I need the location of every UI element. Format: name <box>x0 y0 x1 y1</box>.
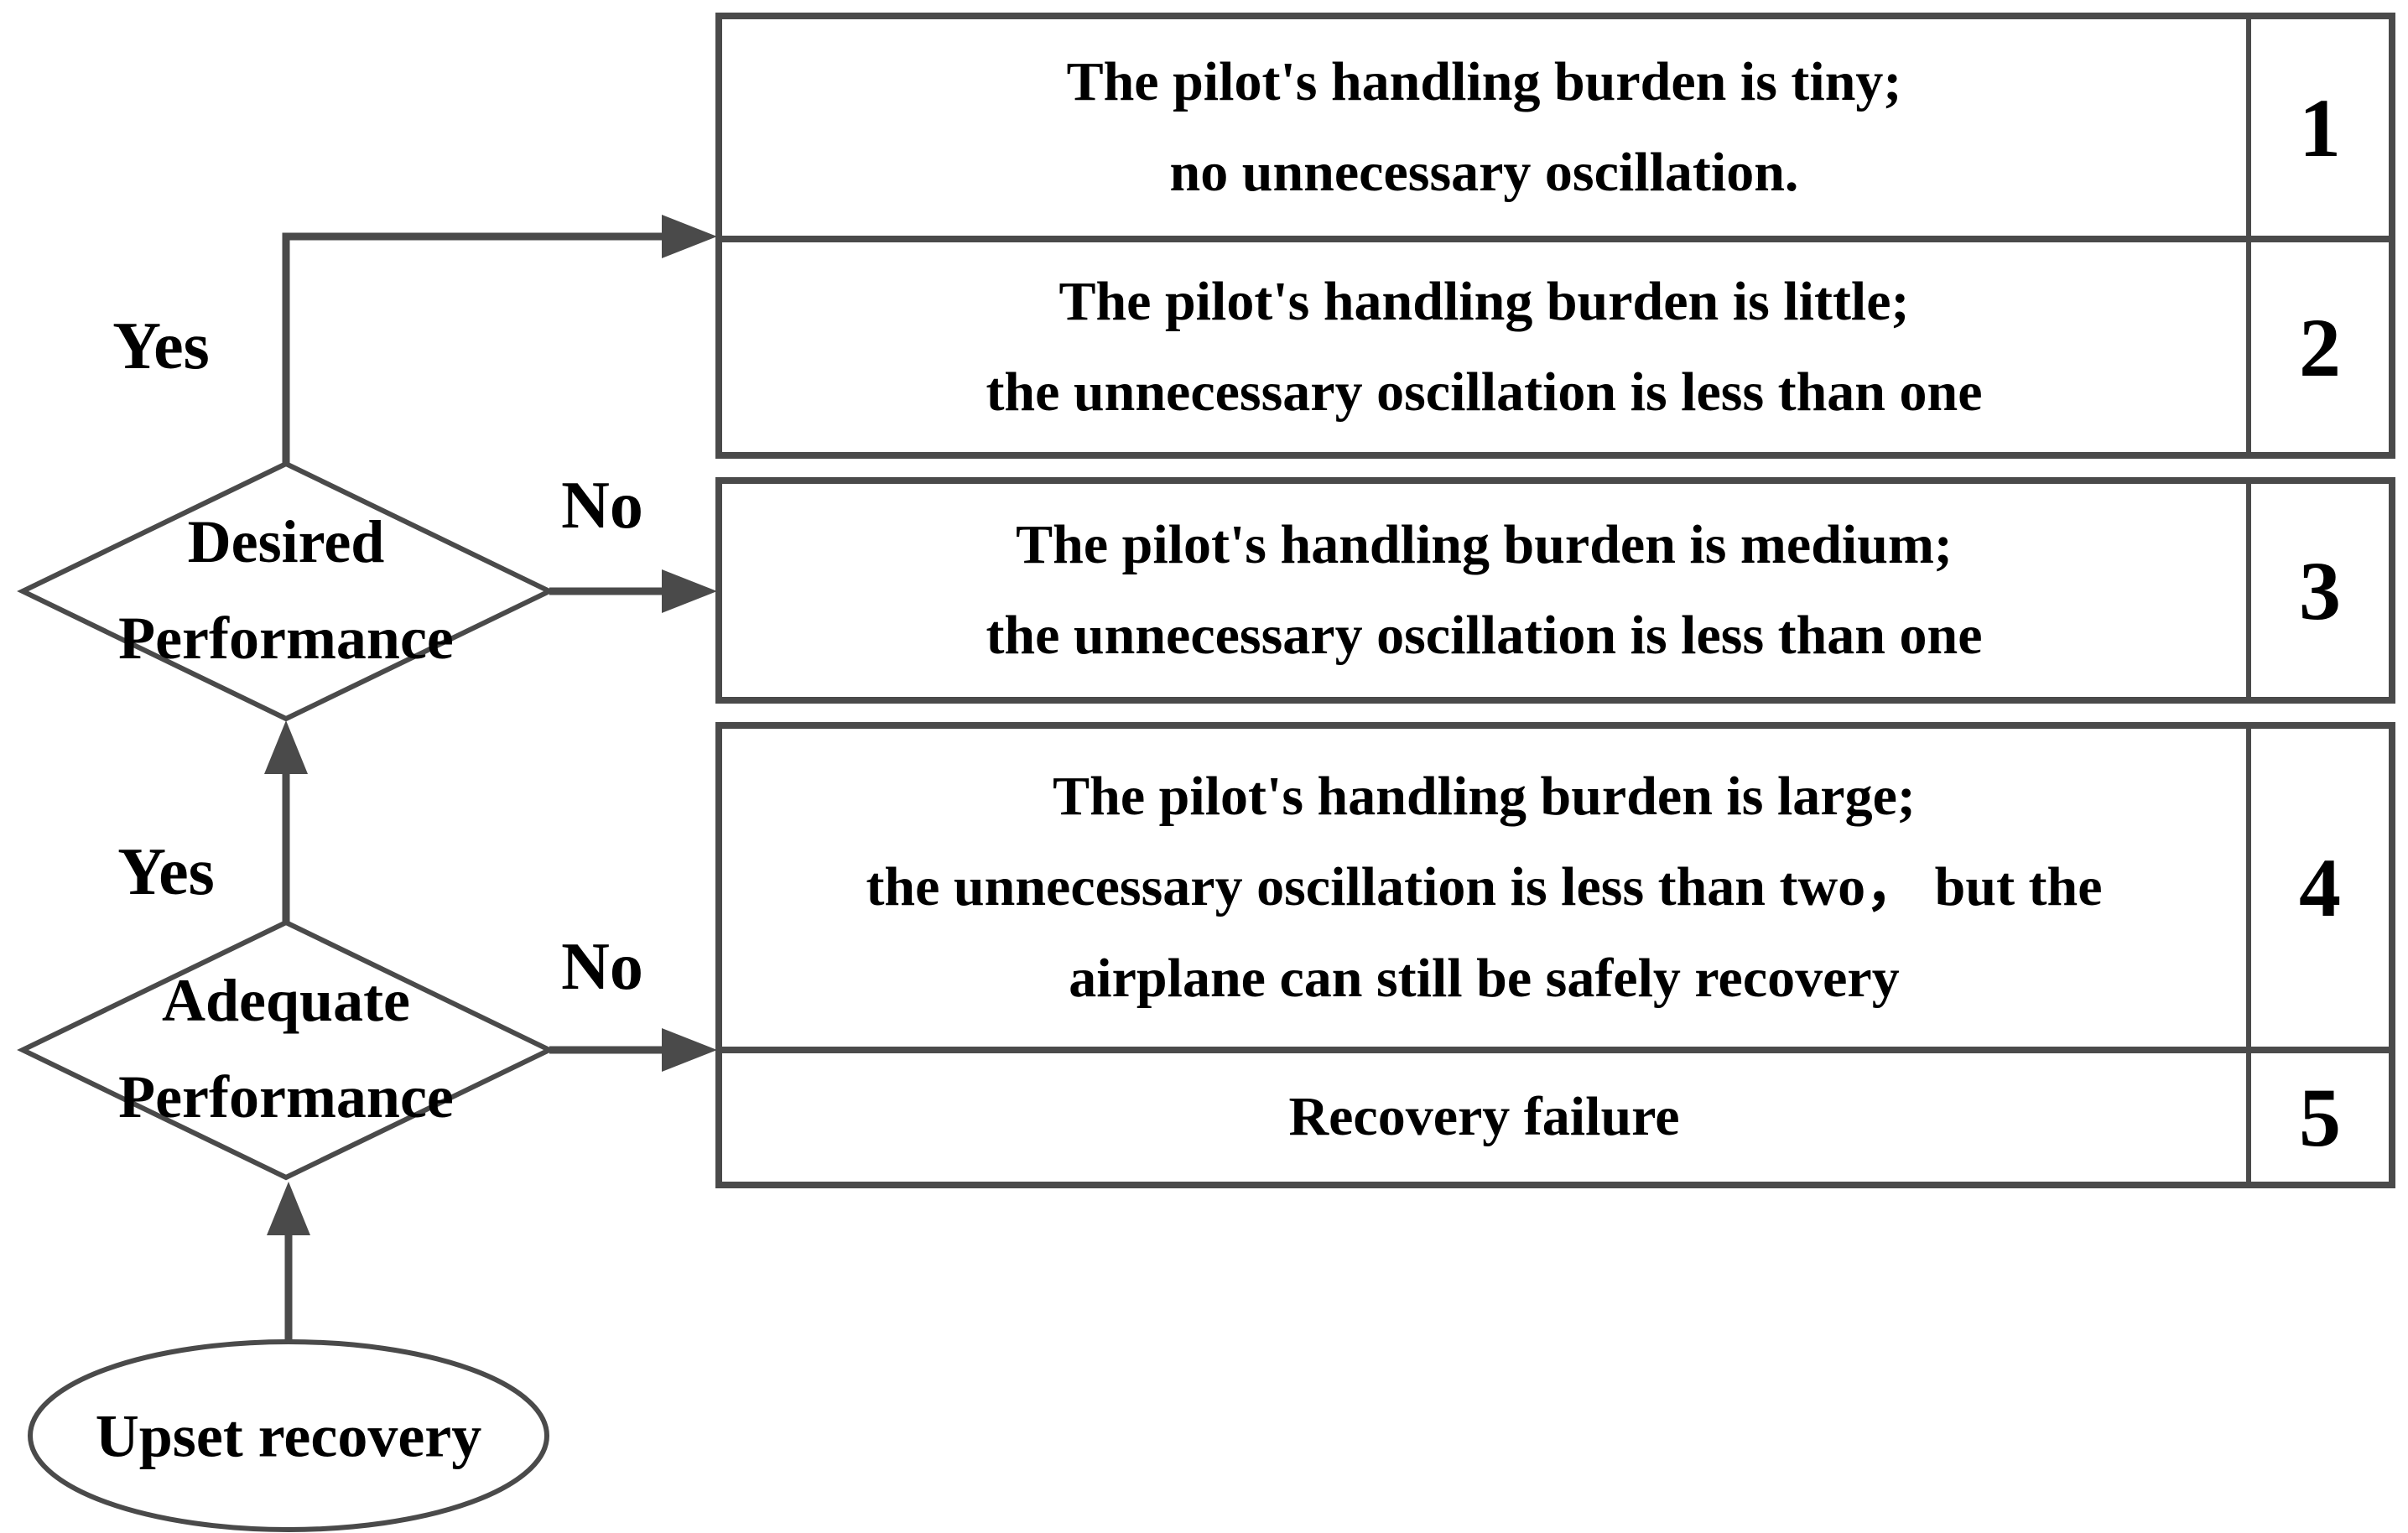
arrow-desired-yes-line <box>282 232 663 464</box>
row-line: no unnecessary oscillation. <box>1169 142 1799 203</box>
branch-label-adequate-yes: Yes <box>117 835 215 909</box>
decision-adequate-performance-shape <box>17 919 555 1181</box>
table-row-5: Recovery failure 5 <box>722 1047 2389 1182</box>
row-rating-number: 4 <box>2246 729 2389 1047</box>
row-line: The pilot's handling burden is medium; <box>1016 513 1953 575</box>
decision-label-line: Performance <box>118 605 454 672</box>
row-rating-number: 1 <box>2246 19 2389 236</box>
decision-desired-performance-label: Desired Performance <box>118 494 454 687</box>
start-node-label: Upset recovery <box>95 1402 482 1470</box>
row-description: Recovery failure <box>722 1053 2246 1182</box>
arrow-adequate-yes-head <box>264 720 308 774</box>
row-rating-number: 3 <box>2246 484 2389 697</box>
row-line: the unnecessary oscillation is less than… <box>986 361 1983 423</box>
row-rating-number: 2 <box>2246 242 2389 452</box>
row-line: the unnecessary oscillation is less than… <box>866 856 2103 918</box>
branch-label-desired-yes: Yes <box>112 309 210 383</box>
decision-desired-performance-shape <box>17 460 555 722</box>
branch-label-desired-no: No <box>561 469 643 543</box>
decision-label-line: Desired <box>187 507 385 575</box>
row-line: Recovery failure <box>1288 1086 1680 1148</box>
table-row-4: The pilot's handling burden is large; th… <box>722 729 2389 1047</box>
start-ellipse-shape <box>28 1339 549 1532</box>
row-line: airplane can still be safely recovery <box>1069 947 1900 1009</box>
table-row-2: The pilot's handling burden is little; t… <box>722 236 2389 452</box>
table-row-1: The pilot's handling burden is tiny; no … <box>722 19 2389 236</box>
row-line: the unnecessary oscillation is less than… <box>986 605 1983 666</box>
rating-table-box-1: The pilot's handling burden is tiny; no … <box>715 13 2395 459</box>
rating-table-box-2: The pilot's handling burden is medium; t… <box>715 477 2395 704</box>
decision-adequate-performance-label: Adequate Performance <box>118 953 454 1146</box>
row-description: The pilot's handling burden is tiny; no … <box>722 19 2246 236</box>
row-description: The pilot's handling burden is medium; t… <box>722 484 2246 697</box>
row-description: The pilot's handling burden is large; th… <box>722 729 2246 1047</box>
rating-table-box-3: The pilot's handling burden is large; th… <box>715 722 2395 1188</box>
arrow-start-head <box>267 1182 310 1235</box>
arrow-desired-yes-head <box>662 215 717 258</box>
row-rating-number: 5 <box>2246 1053 2389 1182</box>
table-row-3: The pilot's handling burden is medium; t… <box>722 484 2389 697</box>
decision-label-line: Adequate <box>161 966 411 1034</box>
row-description: The pilot's handling burden is little; t… <box>722 242 2246 452</box>
branch-label-adequate-no: No <box>561 930 643 1004</box>
row-line: The pilot's handling burden is tiny; <box>1066 50 1902 112</box>
arrow-desired-no-head <box>662 569 717 613</box>
arrow-adequate-no-head <box>662 1028 717 1072</box>
row-line: The pilot's handling burden is large; <box>1053 766 1916 828</box>
row-line: The pilot's handling burden is little; <box>1058 270 1910 332</box>
decision-label-line: Performance <box>118 1063 454 1130</box>
